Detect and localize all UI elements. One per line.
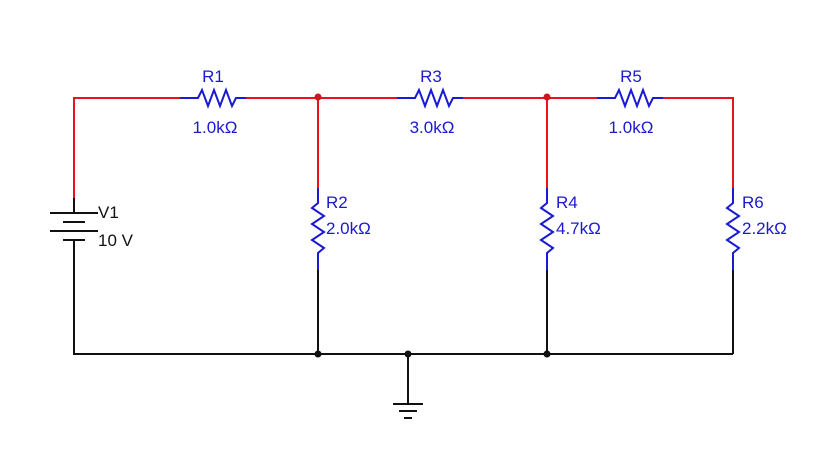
- junction-gnd-mid: [404, 350, 412, 358]
- dc-battery-icon: [50, 198, 98, 255]
- resistor-zigzag-icon: [725, 188, 741, 270]
- resistor-r2: R2 2.0kΩ: [310, 188, 371, 270]
- resistor-value-label: 2.2kΩ: [742, 219, 787, 238]
- resistor-r3: R3 3.0kΩ: [397, 67, 463, 137]
- wire-v1-to-ground-rail: [73, 255, 733, 355]
- resistor-zigzag-icon: [397, 87, 463, 109]
- resistor-value-label: 2.0kΩ: [326, 219, 371, 238]
- wire-r5-to-r6: [663, 97, 734, 188]
- junction-gnd-r4: [543, 350, 551, 358]
- resistor-name-label: R2: [326, 193, 348, 212]
- junction-node-b: [543, 93, 551, 101]
- resistor-value-label: 1.0kΩ: [193, 118, 238, 137]
- resistor-zigzag-icon: [597, 87, 663, 109]
- ground-icon: [393, 403, 423, 419]
- resistor-zigzag-icon: [539, 188, 555, 270]
- source-value-label: 10 V: [98, 231, 134, 250]
- resistor-r4: R4 4.7kΩ: [539, 188, 601, 270]
- resistor-value-label: 4.7kΩ: [556, 219, 601, 238]
- resistor-r1: R1 1.0kΩ: [180, 67, 246, 137]
- wire-v1-to-r1: [73, 97, 180, 198]
- voltage-source-v1: V1 10 V: [50, 198, 134, 255]
- junction-gnd-r2: [314, 350, 322, 358]
- bottom-rail-wires: [73, 255, 734, 404]
- resistor-name-label: R4: [556, 193, 578, 212]
- resistor-value-label: 3.0kΩ: [410, 118, 455, 137]
- resistor-name-label: R5: [620, 67, 642, 86]
- junction-node-a: [314, 93, 322, 101]
- resistor-name-label: R1: [202, 67, 224, 86]
- resistor-name-label: R6: [742, 193, 764, 212]
- resistor-r6: R6 2.2kΩ: [725, 188, 787, 270]
- top-rail-wires: [73, 97, 734, 198]
- source-name-label: V1: [98, 203, 119, 222]
- resistor-r5: R5 1.0kΩ: [597, 67, 663, 137]
- resistor-zigzag-icon: [310, 188, 326, 270]
- resistor-zigzag-icon: [180, 87, 246, 109]
- resistor-value-label: 1.0kΩ: [609, 118, 654, 137]
- resistor-name-label: R3: [420, 67, 442, 86]
